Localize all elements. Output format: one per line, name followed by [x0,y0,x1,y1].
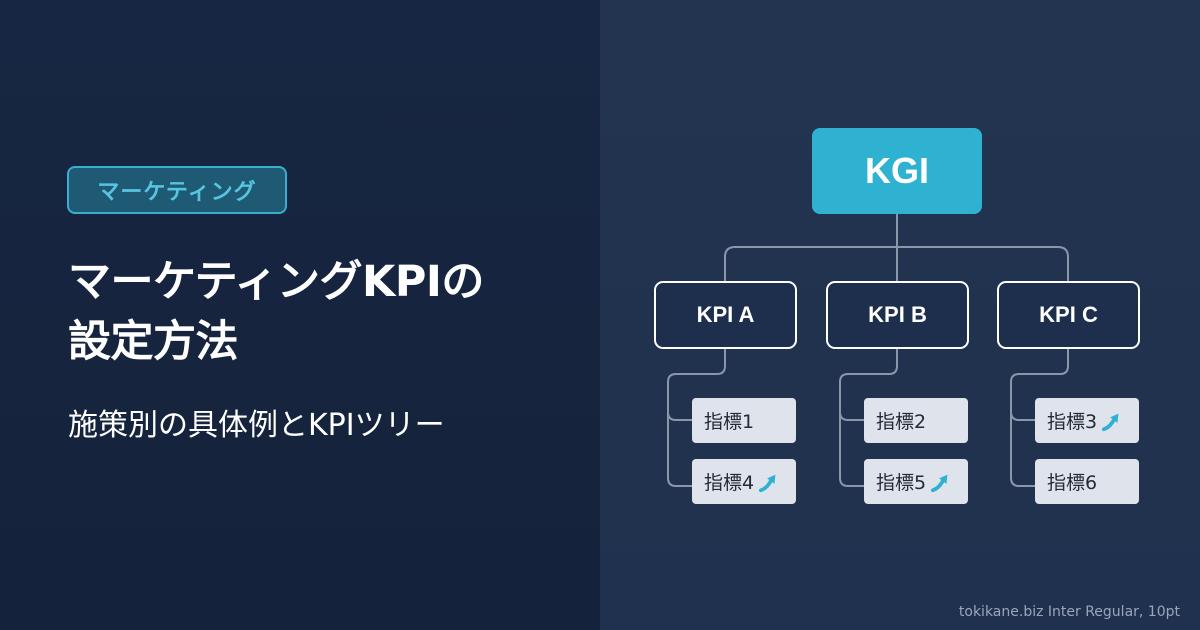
metric-label: 指標2 [876,411,927,433]
metric-label: 指標4 [704,472,755,494]
metric-node: 指標1 [692,398,796,443]
metric-node: 指標4 [692,459,796,504]
page-subtitle: 施策別の具体例とKPIツリー [68,408,445,443]
metric-label: 指標1 [704,411,755,433]
left-panel [0,0,600,630]
metric-node: 指標5 [864,459,968,504]
trend-up-arrow-icon [1102,413,1119,431]
page-title-line2: 設定方法 [68,317,239,367]
metric-node: 指標3 [1035,398,1139,443]
kgi-node: KGI [812,128,982,214]
trend-up-arrow-icon [759,474,776,492]
metric-label: 指標3 [1047,411,1098,433]
metric-label: 指標6 [1047,472,1098,494]
trend-up-arrow-icon [931,474,948,492]
footer-note: tokikane.biz Inter Regular, 10pt [958,604,1180,620]
kpi-node-a: KPI A [654,281,797,349]
metric-node: 指標6 [1035,459,1139,504]
page-title-line1: マーケティングKPIの [68,257,484,307]
page-title: マーケティングKPIの 設定方法 [68,252,588,372]
kpi-node-b: KPI B [826,281,969,349]
category-badge: マーケティング [67,166,287,214]
metric-label: 指標5 [876,472,927,494]
kpi-node-c: KPI C [997,281,1140,349]
metric-node: 指標2 [864,398,968,443]
